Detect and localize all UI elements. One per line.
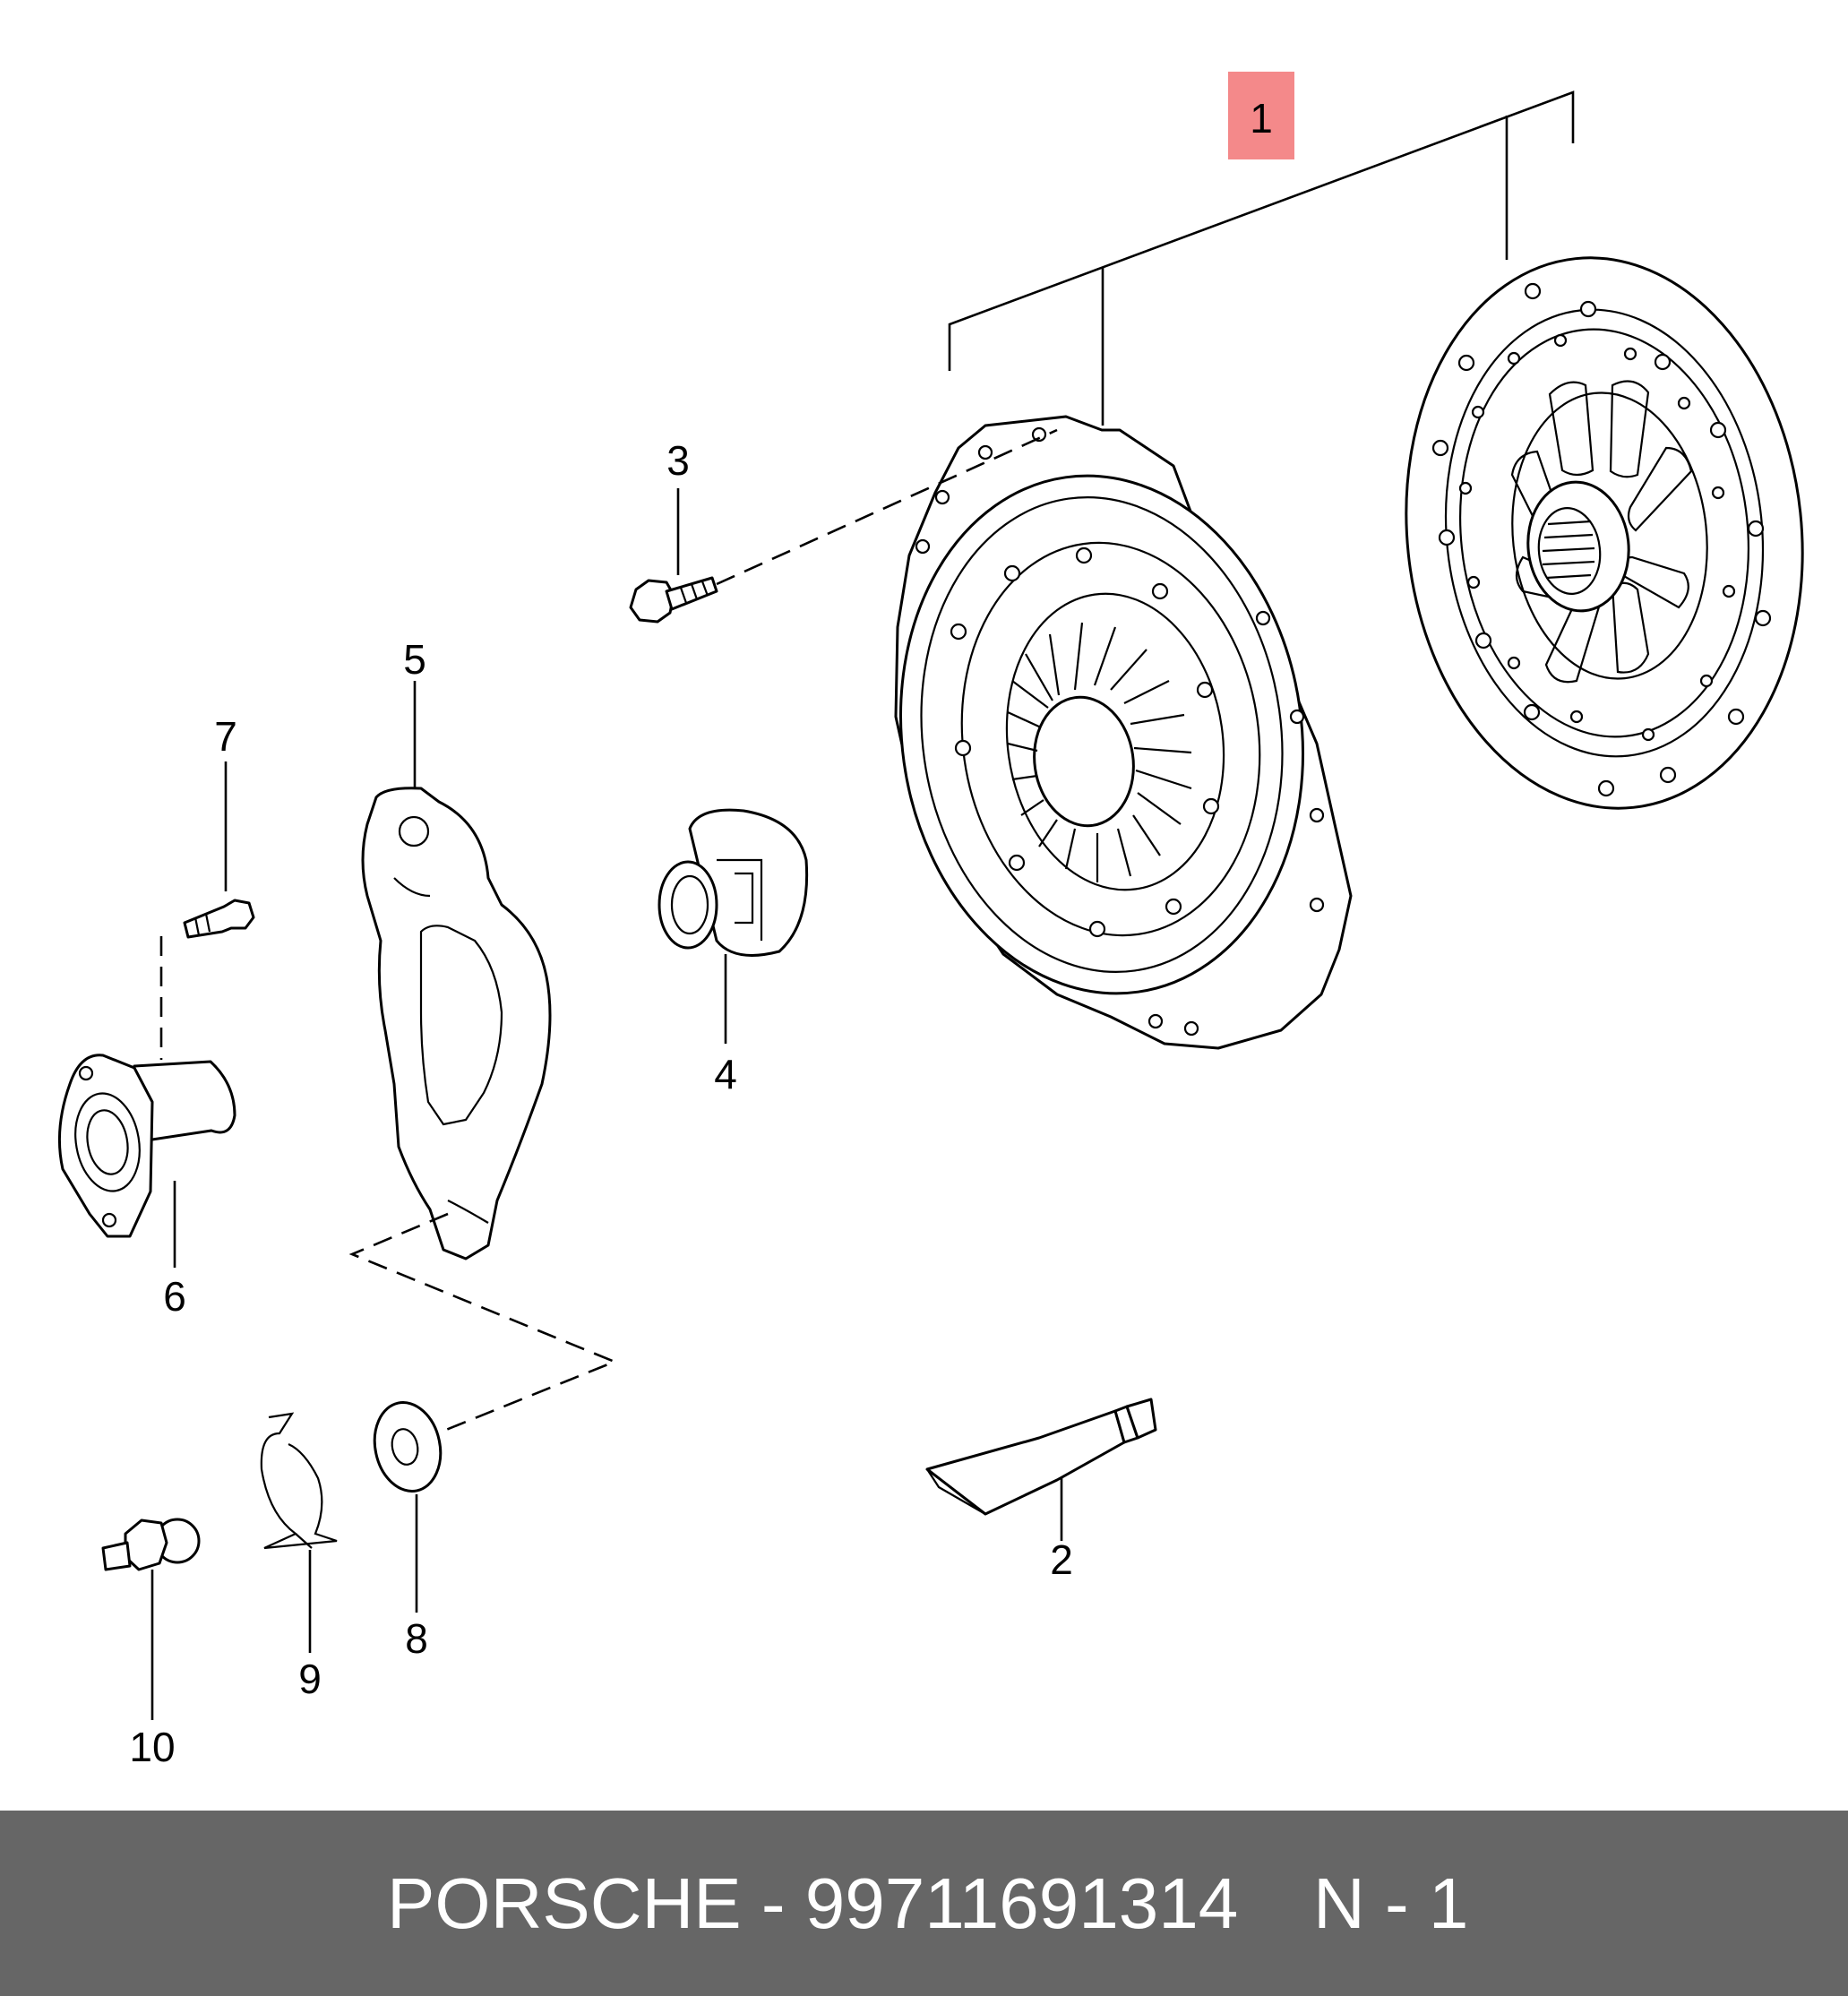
callout-2[interactable]: 2	[1050, 1536, 1073, 1583]
pressure-plate-bolts	[915, 426, 1325, 1037]
ball-stud-10-drawing	[101, 1518, 201, 1571]
release-bearing-4-drawing	[658, 808, 809, 957]
callout-6[interactable]: 6	[163, 1273, 186, 1320]
guide-sleeve-6-drawing	[57, 1054, 236, 1238]
callout-7[interactable]: 7	[214, 713, 237, 760]
screw-7-drawing	[183, 899, 255, 939]
bolt-3-drawing	[629, 576, 718, 624]
footer-quantity: N - 1	[1313, 1863, 1469, 1943]
washer-8-drawing	[373, 1401, 443, 1493]
callout-5[interactable]: 5	[403, 636, 426, 683]
grease-tube-2-drawing	[925, 1398, 1157, 1516]
callout-4[interactable]: 4	[714, 1051, 737, 1097]
release-lever-5-drawing	[361, 787, 552, 1260]
clutch-disc-drawing	[1405, 256, 1804, 810]
lever-dashline	[348, 1212, 618, 1435]
spring-clip-9-drawing	[260, 1412, 338, 1550]
parts-diagram: 1	[57, 72, 1804, 1770]
callout-9[interactable]: 9	[298, 1656, 322, 1702]
callout-8[interactable]: 8	[405, 1615, 428, 1662]
footer-brand-part-number: PORSCHE - 99711691314	[387, 1863, 1239, 1943]
callout-1-highlight	[1228, 72, 1294, 159]
callout-10[interactable]: 10	[129, 1724, 175, 1770]
footer-bar: PORSCHE - 99711691314 N - 1	[0, 1811, 1848, 1996]
disc-rivets	[1431, 282, 1772, 797]
callout-3[interactable]: 3	[666, 437, 690, 484]
bolt-3-dashline	[716, 428, 1058, 586]
callout-1[interactable]: 1	[1250, 95, 1273, 142]
diaphragm-fingers	[1007, 622, 1192, 882]
pressure-plate-drawing	[894, 415, 1353, 1050]
